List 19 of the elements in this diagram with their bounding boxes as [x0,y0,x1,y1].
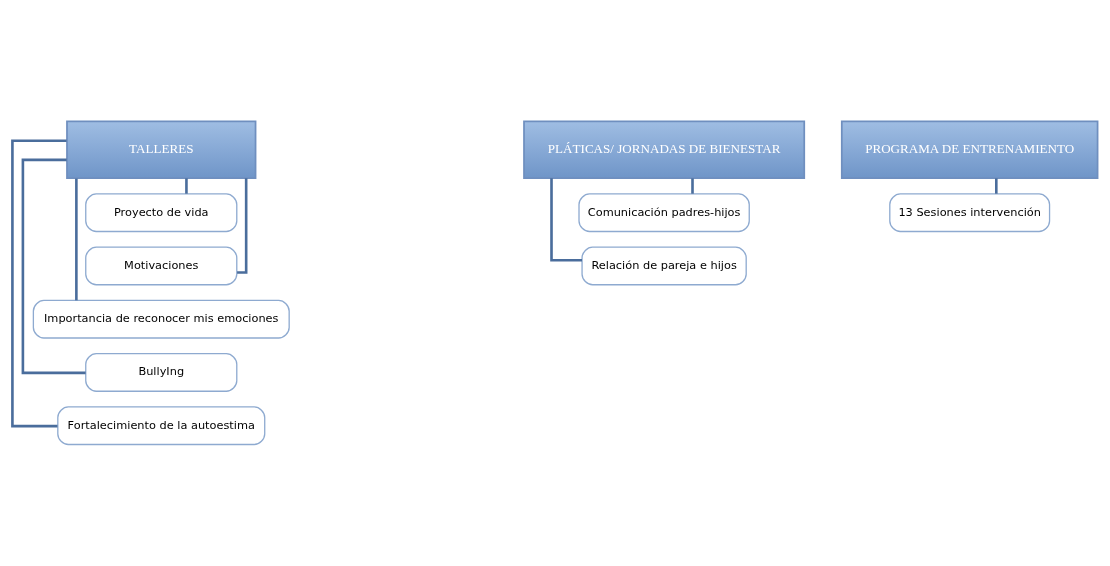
node-box: Importancia de reconocer mis emociones [32,299,290,339]
connector [75,178,78,301]
node-box: BullyIng [85,353,238,392]
connector [691,178,694,194]
connector [995,178,998,194]
node-box: Motivaciones [85,246,238,286]
node-box: PROGRAMA DE ENTRENAMIENTO [840,120,1099,180]
node-box: Proyecto de vida [85,193,238,233]
node-box: Comunicación padres-hijos [578,193,750,233]
connector [550,178,582,262]
connector [185,178,188,194]
node-box: Relación de pareja e hijos [581,246,747,286]
connector [21,158,86,375]
node-box: TALLERES [66,120,257,180]
node-box: 13 Sesiones intervención [889,193,1051,233]
connector [237,178,248,274]
node-box: Fortalecimiento de la autoestima [57,406,266,446]
node-box: PLÁTICAS/ JORNADAS DE BIENESTAR [523,120,806,180]
connector [11,139,67,428]
